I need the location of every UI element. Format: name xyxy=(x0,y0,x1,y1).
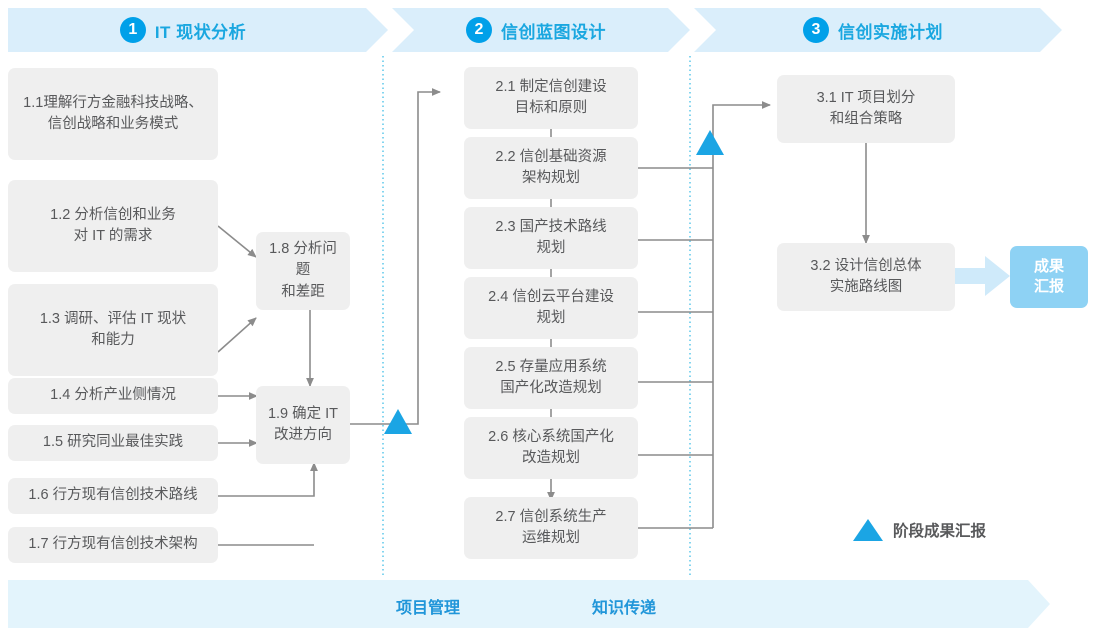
legend-label: 阶段成果汇报 xyxy=(893,523,987,540)
phase-label-1: IT 现状分析 xyxy=(154,22,247,42)
task-box-2-4[interactable]: 2.4 信创云平台建设 规划 xyxy=(464,277,638,339)
task-box-1-8[interactable]: 1.8 分析问题 和差距 xyxy=(256,232,350,310)
task-box-3-1[interactable]: 3.1 IT 项目划分 和组合策略 xyxy=(777,75,955,143)
result-arrow xyxy=(953,256,1010,296)
task-box-1-1[interactable]: 1.1理解行方金融科技战略、 信创战略和业务模式 xyxy=(8,68,218,160)
phase-header-2[interactable]: 2 信创蓝图设计 xyxy=(392,8,690,52)
bottom-label-project-management: 项目管理 xyxy=(396,600,461,617)
task-box-1-3[interactable]: 1.3 调研、评估 IT 现状 和能力 xyxy=(8,284,218,376)
task-box-1-9[interactable]: 1.9 确定 IT 改进方向 xyxy=(256,386,350,464)
task-box-2-1[interactable]: 2.1 制定信创建设 目标和原则 xyxy=(464,67,638,129)
task-box-1-6[interactable]: 1.6 行方现有信创技术路线 xyxy=(8,478,218,514)
task-box-1-7[interactable]: 1.7 行方现有信创技术架构 xyxy=(8,527,218,563)
task-box-1-2[interactable]: 1.2 分析信创和业务 对 IT 的需求 xyxy=(8,180,218,272)
stage-marker-triangle-2 xyxy=(696,130,724,155)
task-box-2-6[interactable]: 2.6 核心系统国产化 改造规划 xyxy=(464,417,638,479)
legend: 阶段成果汇报 xyxy=(853,519,986,541)
task-box-2-3[interactable]: 2.3 国产技术路线 规划 xyxy=(464,207,638,269)
task-box-2-5[interactable]: 2.5 存量应用系统 国产化改造规划 xyxy=(464,347,638,409)
task-box-2-2[interactable]: 2.2 信创基础资源 架构规划 xyxy=(464,137,638,199)
bottom-label-knowledge-transfer: 知识传递 xyxy=(592,600,657,617)
phase-header-1[interactable]: 1 IT 现状分析 xyxy=(8,8,388,52)
bottom-band xyxy=(8,580,1050,628)
task-box-3-2[interactable]: 3.2 设计信创总体 实施路线图 xyxy=(777,243,955,311)
phase-number-3: 3 xyxy=(803,17,829,43)
phase-header-3[interactable]: 3 信创实施计划 xyxy=(694,8,1062,52)
result-badge[interactable]: 成果 汇报 xyxy=(1010,246,1088,308)
triangle-marker-icon xyxy=(853,519,883,541)
task-box-1-5[interactable]: 1.5 研究同业最佳实践 xyxy=(8,425,218,461)
phase-number-2: 2 xyxy=(466,17,492,43)
phase-label-3: 信创实施计划 xyxy=(838,22,943,42)
task-box-1-4[interactable]: 1.4 分析产业侧情况 xyxy=(8,378,218,414)
task-box-2-7[interactable]: 2.7 信创系统生产 运维规划 xyxy=(464,497,638,559)
phase-number-1: 1 xyxy=(119,17,146,43)
stage-marker-triangle-1 xyxy=(384,409,412,434)
phase-label-2: 信创蓝图设计 xyxy=(501,22,606,42)
